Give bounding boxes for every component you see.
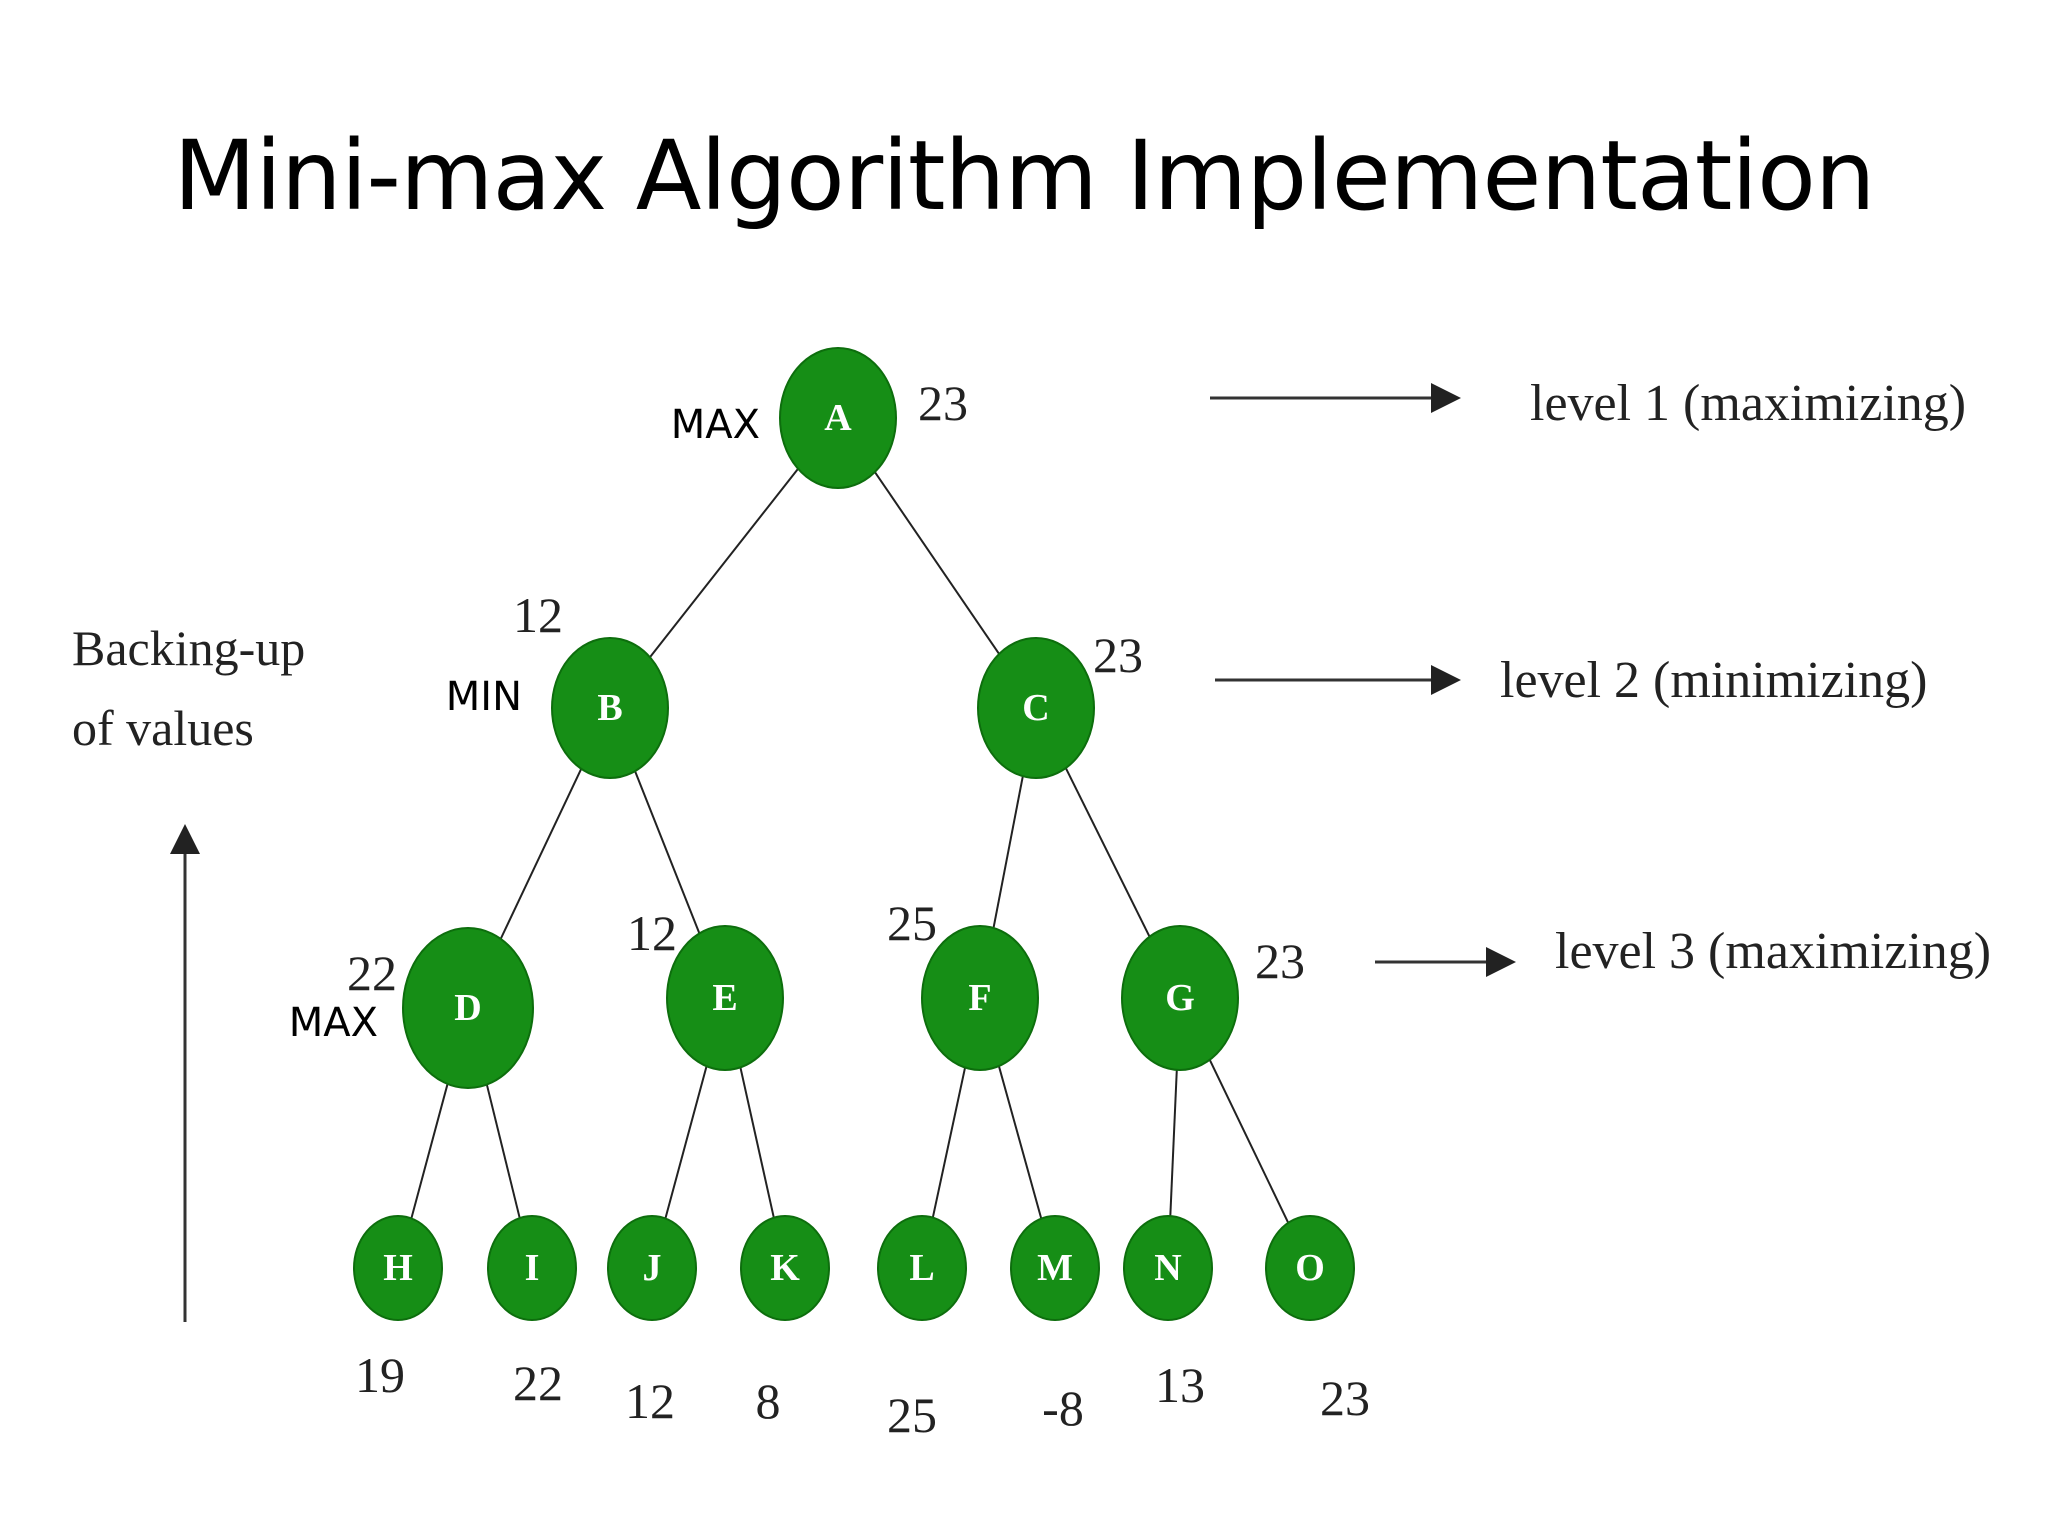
node-label-h: H: [383, 1247, 413, 1289]
tree-node-e: E: [666, 925, 784, 1071]
node-label-n: N: [1154, 1247, 1181, 1289]
node-value-c: 23: [1093, 627, 1143, 683]
node-circle-e: [666, 925, 784, 1071]
node-value-e: 12: [627, 905, 677, 961]
node-circle-l: [877, 1215, 967, 1321]
edge-C-G: [1064, 767, 1151, 938]
tree-node-k: K: [740, 1215, 830, 1321]
tree-node-a: A: [779, 347, 897, 489]
node-circle-d: [402, 927, 534, 1089]
slide-title: Mini-max Algorithm Implementation: [173, 120, 1875, 232]
edge-F-M: [997, 1065, 1043, 1219]
node-label-j: J: [643, 1247, 662, 1289]
node-circle-k: [740, 1215, 830, 1321]
tree-node-b: B: [551, 637, 669, 779]
node-value-a: 23: [918, 375, 968, 431]
edge-B-D: [499, 768, 583, 940]
node-circle-c: [977, 637, 1095, 779]
tree-node-m: M: [1010, 1215, 1100, 1321]
node-label-l: L: [909, 1247, 934, 1289]
node-label-k: K: [770, 1247, 800, 1289]
node-value-k: 8: [756, 1373, 781, 1429]
node-value-n: 13: [1155, 1357, 1205, 1413]
edge-G-O: [1208, 1059, 1290, 1224]
node-circle-n: [1123, 1215, 1213, 1321]
node-circle-b: [551, 637, 669, 779]
node-label-a: A: [824, 397, 852, 439]
edge-G-N: [1169, 1069, 1178, 1217]
node-label-i: I: [525, 1247, 540, 1289]
backing-up-label-line-2: of values: [72, 700, 254, 756]
node-label-m: M: [1037, 1247, 1073, 1289]
node-circle-h: [353, 1215, 443, 1321]
node-circle-o: [1265, 1215, 1355, 1321]
tree-nodes: A B C D E F G H I J K L M N O: [353, 347, 1355, 1321]
level-2-label: level 2 (minimizing): [1500, 652, 1927, 709]
tree-node-d: D: [402, 927, 534, 1089]
role-label-level-1: MAX: [671, 402, 760, 448]
node-value-m: -8: [1042, 1380, 1084, 1436]
node-label-e: E: [712, 977, 737, 1019]
node-circle-g: [1121, 925, 1239, 1071]
edge-A-B: [649, 468, 799, 658]
tree-edges: [410, 468, 1290, 1224]
tree-node-c: C: [977, 637, 1095, 779]
role-label-level-2: MIN: [446, 674, 522, 720]
node-label-f: F: [968, 977, 991, 1019]
edge-A-C: [874, 471, 1000, 655]
node-value-l: 25: [887, 1387, 937, 1443]
tree-node-g: G: [1121, 925, 1239, 1071]
edge-D-I: [485, 1084, 521, 1219]
edge-E-J: [664, 1065, 708, 1219]
node-value-h: 19: [355, 1347, 405, 1403]
node-label-g: G: [1165, 977, 1195, 1019]
tree-node-n: N: [1123, 1215, 1213, 1321]
node-circle-f: [921, 925, 1039, 1071]
tree-node-h: H: [353, 1215, 443, 1321]
tree-node-f: F: [921, 925, 1039, 1071]
tree-node-j: J: [607, 1215, 697, 1321]
backing-up-label-line-1: Backing-up: [72, 620, 305, 676]
level-1-label: level 1 (maximizing): [1530, 375, 1966, 432]
node-value-o: 23: [1320, 1370, 1370, 1426]
tree-node-o: O: [1265, 1215, 1355, 1321]
node-label-d: D: [454, 987, 481, 1029]
edge-F-L: [931, 1067, 967, 1218]
edge-B-E: [634, 770, 701, 934]
node-value-b: 12: [513, 587, 563, 643]
node-values: 23 12 23 22 12 25 23 19 22 12 8 25 -8 13 23: [347, 375, 1370, 1443]
node-value-f: 25: [887, 895, 937, 951]
node-circle-m: [1010, 1215, 1100, 1321]
node-value-i: 22: [513, 1355, 563, 1411]
node-value-g: 23: [1255, 933, 1305, 989]
node-value-j: 12: [625, 1373, 675, 1429]
node-circle-i: [487, 1215, 577, 1321]
node-circle-a: [779, 347, 897, 489]
tree-node-l: L: [877, 1215, 967, 1321]
node-label-c: C: [1022, 687, 1049, 729]
edge-D-H: [410, 1083, 449, 1219]
node-label-b: B: [597, 687, 622, 729]
node-label-o: O: [1295, 1247, 1325, 1289]
edge-E-K: [739, 1067, 775, 1218]
node-circle-j: [607, 1215, 697, 1321]
level-3-label: level 3 (maximizing): [1555, 923, 1991, 980]
edge-C-F: [992, 775, 1024, 929]
tree-node-i: I: [487, 1215, 577, 1321]
role-label-level-3: MAX: [289, 1000, 378, 1046]
node-value-d: 22: [347, 945, 397, 1001]
